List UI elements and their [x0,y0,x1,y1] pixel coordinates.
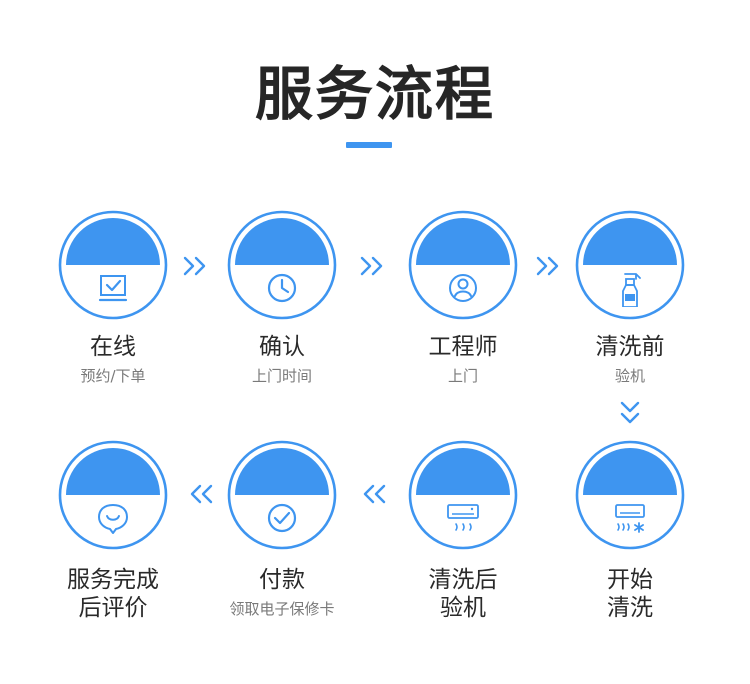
step-circle [408,440,518,550]
checkbox-icon [98,275,128,302]
step-05 [574,439,686,551]
flow-arrow-right-icon [181,255,211,277]
step-title: 服务完成 后评价 [67,567,159,621]
user-icon [449,274,477,302]
step-circle [58,210,168,320]
ac-cleaning-icon [615,504,645,533]
flow-arrow-left-icon [358,483,388,505]
flow-arrow-right-icon [534,255,564,277]
step-title: 确认 [259,334,305,360]
step-03 [407,209,519,321]
step-subtitle: 上门 [447,367,478,385]
step-circle [408,210,518,320]
step-circle [575,210,685,320]
step-06 [407,439,519,551]
step-08 [57,439,169,551]
step-subtitle: 上门时间 [251,367,312,385]
step-07 [226,439,338,551]
step-title: 清洗前 [595,334,665,360]
step-08-label: 服务完成 后评价 [23,566,203,622]
check-circle-icon [267,503,297,533]
page-title: 服务流程 [254,60,495,128]
step-title: 清洗后 验机 [428,567,498,621]
step-07-label: 付款领取电子保修卡 [192,566,372,618]
step-circle [575,440,685,550]
step-01 [57,209,169,321]
air-conditioner-icon [447,504,479,531]
step-04-label: 清洗前验机 [540,333,720,385]
flow-arrow-right-icon [358,255,388,277]
step-subtitle: 领取电子保修卡 [229,600,335,618]
smile-chat-icon [98,504,128,534]
step-title: 开始 清洗 [607,567,653,621]
step-title: 付款 [259,567,305,593]
flow-arrow-down-icon [619,399,641,429]
step-04 [574,209,686,321]
step-subtitle: 验机 [614,367,645,385]
step-05-label: 开始 清洗 [540,566,720,622]
title-underline [346,142,392,148]
step-circle [227,440,337,550]
step-03-label: 工程师上门 [373,333,553,385]
step-title: 在线 [90,334,136,360]
clock-icon [267,273,297,303]
step-title: 工程师 [428,334,498,360]
step-subtitle: 预约/下单 [80,367,146,385]
step-02 [226,209,338,321]
step-02-label: 确认上门时间 [192,333,372,385]
step-01-label: 在线预约/下单 [23,333,203,385]
step-circle [227,210,337,320]
spray-bottle-icon [622,273,641,307]
step-circle [58,440,168,550]
flow-arrow-left-icon [185,483,215,505]
step-06-label: 清洗后 验机 [373,566,553,622]
